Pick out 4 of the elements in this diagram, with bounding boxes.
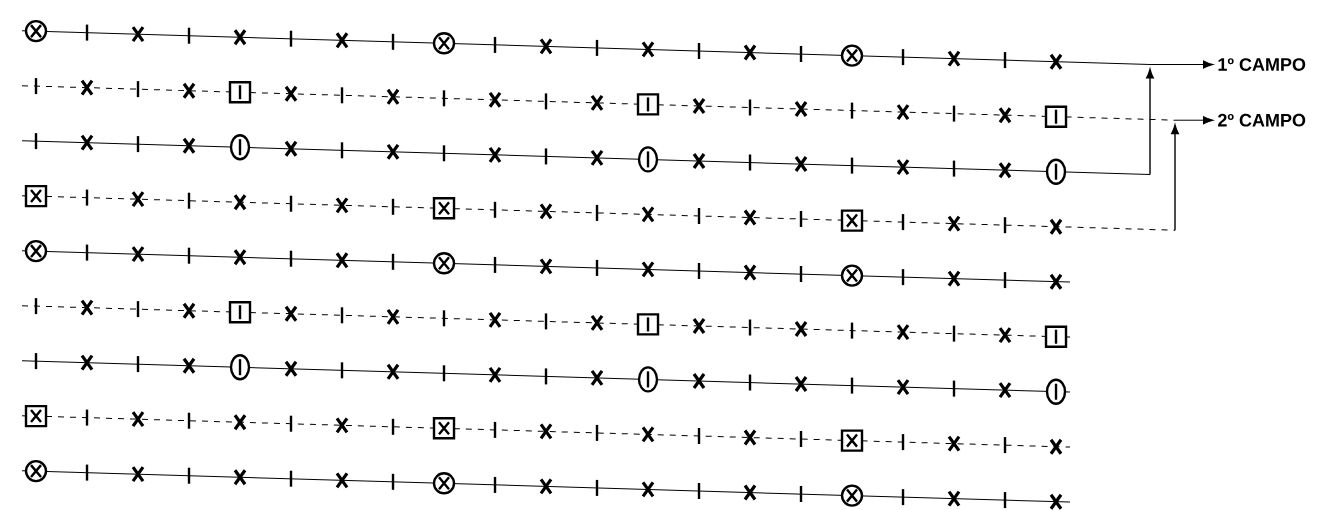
field-label: 2º CAMPO xyxy=(1218,113,1306,127)
arrow xyxy=(1174,116,1214,125)
arrow xyxy=(1149,60,1214,69)
field-label: 1º CAMPO xyxy=(1218,58,1306,71)
